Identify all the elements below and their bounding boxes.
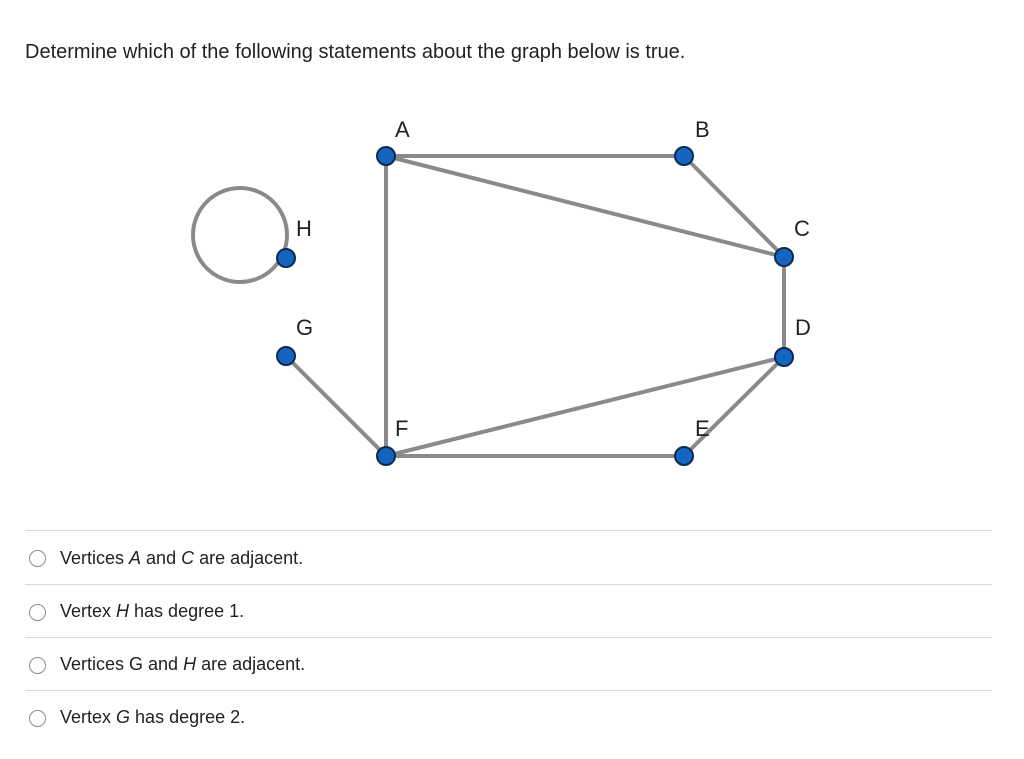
radio-button[interactable] — [29, 550, 46, 567]
vertex-label-b: B — [695, 117, 710, 142]
answer-option-4[interactable]: Vertex G has degree 2. — [25, 690, 992, 743]
answer-options: Vertices A and C are adjacent. Vertex H … — [25, 530, 992, 743]
vertex-label-g: G — [296, 315, 313, 340]
edge-h-loop — [191, 186, 289, 284]
vertex-label-c: C — [794, 216, 810, 241]
vertex-g — [276, 346, 296, 366]
answer-option-label: Vertices G and H are adjacent. — [60, 654, 306, 674]
vertex-d — [774, 347, 794, 367]
answer-option-1[interactable]: Vertices A and C are adjacent. — [25, 530, 992, 584]
answer-option-3[interactable]: Vertices G and H are adjacent. — [25, 637, 992, 690]
answer-option-label: Vertex H has degree 1. — [60, 601, 245, 621]
vertex-b — [674, 146, 694, 166]
vertex-f — [376, 446, 396, 466]
edge-f-g — [284, 354, 388, 458]
question-text: Determine which of the following stateme… — [25, 41, 686, 63]
radio-button[interactable] — [29, 709, 46, 727]
vertex-c — [774, 247, 794, 267]
answer-option-label: Vertices A and C are adjacent. — [60, 547, 304, 568]
edge-b-c — [682, 154, 786, 259]
radio-button[interactable] — [29, 603, 46, 621]
vertex-h — [276, 248, 296, 268]
edge-d-f — [384, 355, 786, 458]
vertex-a — [376, 146, 396, 166]
vertex-label-e: E — [695, 416, 710, 441]
answer-option-2[interactable]: Vertex H has degree 1. — [25, 584, 992, 637]
radio-button[interactable] — [29, 656, 46, 674]
vertex-label-a: A — [395, 117, 410, 142]
vertex-label-d: D — [795, 315, 811, 340]
vertex-e — [674, 446, 694, 466]
vertex-label-f: F — [395, 416, 408, 441]
graph-diagram: A B C D E F G H — [191, 117, 811, 466]
vertex-label-h: H — [296, 216, 312, 241]
edge-d-e — [682, 355, 786, 458]
edge-a-c — [384, 154, 786, 259]
answer-option-label: Vertex G has degree 2. — [60, 707, 246, 727]
